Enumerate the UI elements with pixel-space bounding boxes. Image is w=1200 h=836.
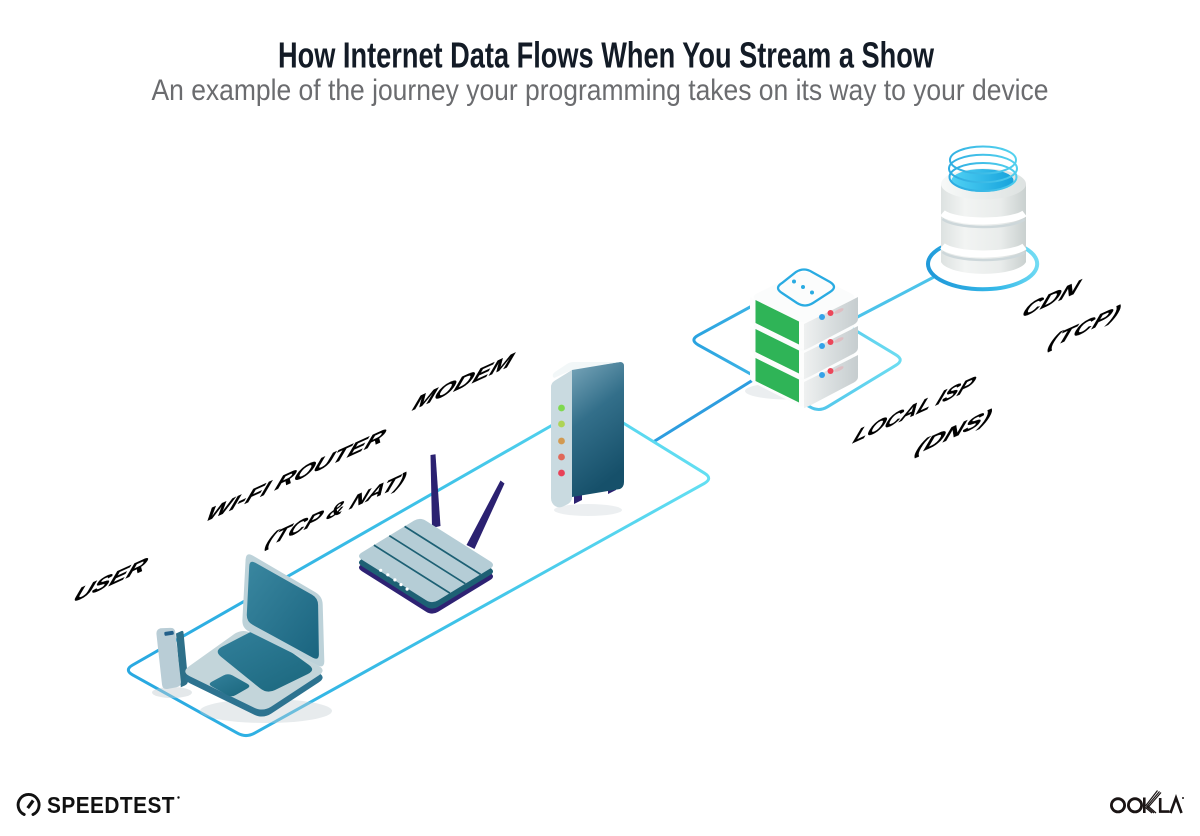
svg-text:MODEM: MODEM bbox=[407, 346, 520, 416]
svg-text:USER: USER bbox=[68, 551, 154, 608]
svg-text:SPEEDTEST: SPEEDTEST bbox=[47, 792, 175, 818]
svg-text:WI-FI ROUTER: WI-FI ROUTER bbox=[200, 422, 392, 528]
svg-text:How Internet Data Flows When Y: How Internet Data Flows When You Stream … bbox=[278, 35, 935, 76]
svg-text:(TCP): (TCP) bbox=[1043, 298, 1128, 355]
svg-text:An example of the journey your: An example of the journey your programmi… bbox=[152, 74, 1049, 107]
